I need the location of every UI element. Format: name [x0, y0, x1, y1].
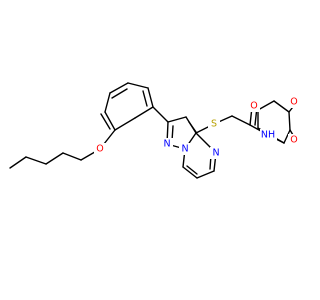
bond [231, 115, 251, 126]
bridgehead-nitrogen-label: N [181, 144, 188, 155]
sulfur-label: S [211, 119, 217, 130]
atom-pyrazole-n2: N [179, 143, 191, 155]
label-backdrop [248, 100, 260, 112]
bond [167, 116, 187, 123]
atom-dioxane-oxygen-bottom: O [288, 134, 300, 146]
bond [127, 82, 149, 89]
atom-pyrazole-n1: N [161, 138, 173, 150]
label-backdrop [208, 118, 220, 130]
bond [111, 88, 128, 99]
dioxane-oxygen-top-label: O [290, 97, 297, 108]
pyrazole-nitrogen-label: N [163, 139, 170, 150]
bond [152, 106, 169, 123]
label-backdrop [161, 138, 173, 150]
atom-sulfur: S [208, 118, 220, 130]
label-backdrop [210, 147, 222, 159]
chemical-structure-diagram: O N N N S O NH O [0, 0, 300, 300]
label-backdrop [288, 96, 300, 108]
bond [62, 152, 82, 161]
atom-label-layer: O N N N S O NH O [94, 96, 300, 159]
atom-pyrazine-n: N [210, 147, 222, 159]
bond [186, 165, 198, 175]
bond [9, 156, 27, 169]
carbonyl-oxygen-label: O [250, 101, 257, 112]
pyrazine-nitrogen-label: N [212, 148, 219, 159]
dioxane-oxygen-bottom-label: O [290, 135, 297, 146]
bond [142, 90, 148, 107]
bond [273, 100, 290, 113]
bond [188, 121, 197, 133]
background [0, 0, 300, 300]
bond [104, 92, 111, 113]
atom-ether-oxygen: O [94, 143, 106, 155]
bond [283, 129, 291, 144]
bond [45, 152, 64, 165]
bond [109, 82, 129, 94]
bond [288, 111, 291, 131]
label-backdrop [288, 134, 300, 146]
atom-amide-nh: NH [260, 129, 277, 141]
bond [147, 87, 154, 108]
bond [196, 170, 215, 179]
bond [134, 106, 154, 119]
label-backdrop [94, 143, 106, 155]
atom-carbonyl-oxygen: O [248, 100, 260, 112]
bond [257, 100, 275, 111]
bond [104, 111, 116, 131]
bond [182, 166, 198, 179]
bond [100, 113, 111, 130]
ether-oxygen-label: O [96, 144, 103, 155]
amide-nh-label: NH [261, 130, 275, 141]
label-backdrop [260, 129, 277, 141]
atom-dioxane-oxygen-top: O [288, 96, 300, 108]
bond [25, 156, 47, 165]
label-backdrop [179, 143, 191, 155]
bond [114, 117, 136, 131]
